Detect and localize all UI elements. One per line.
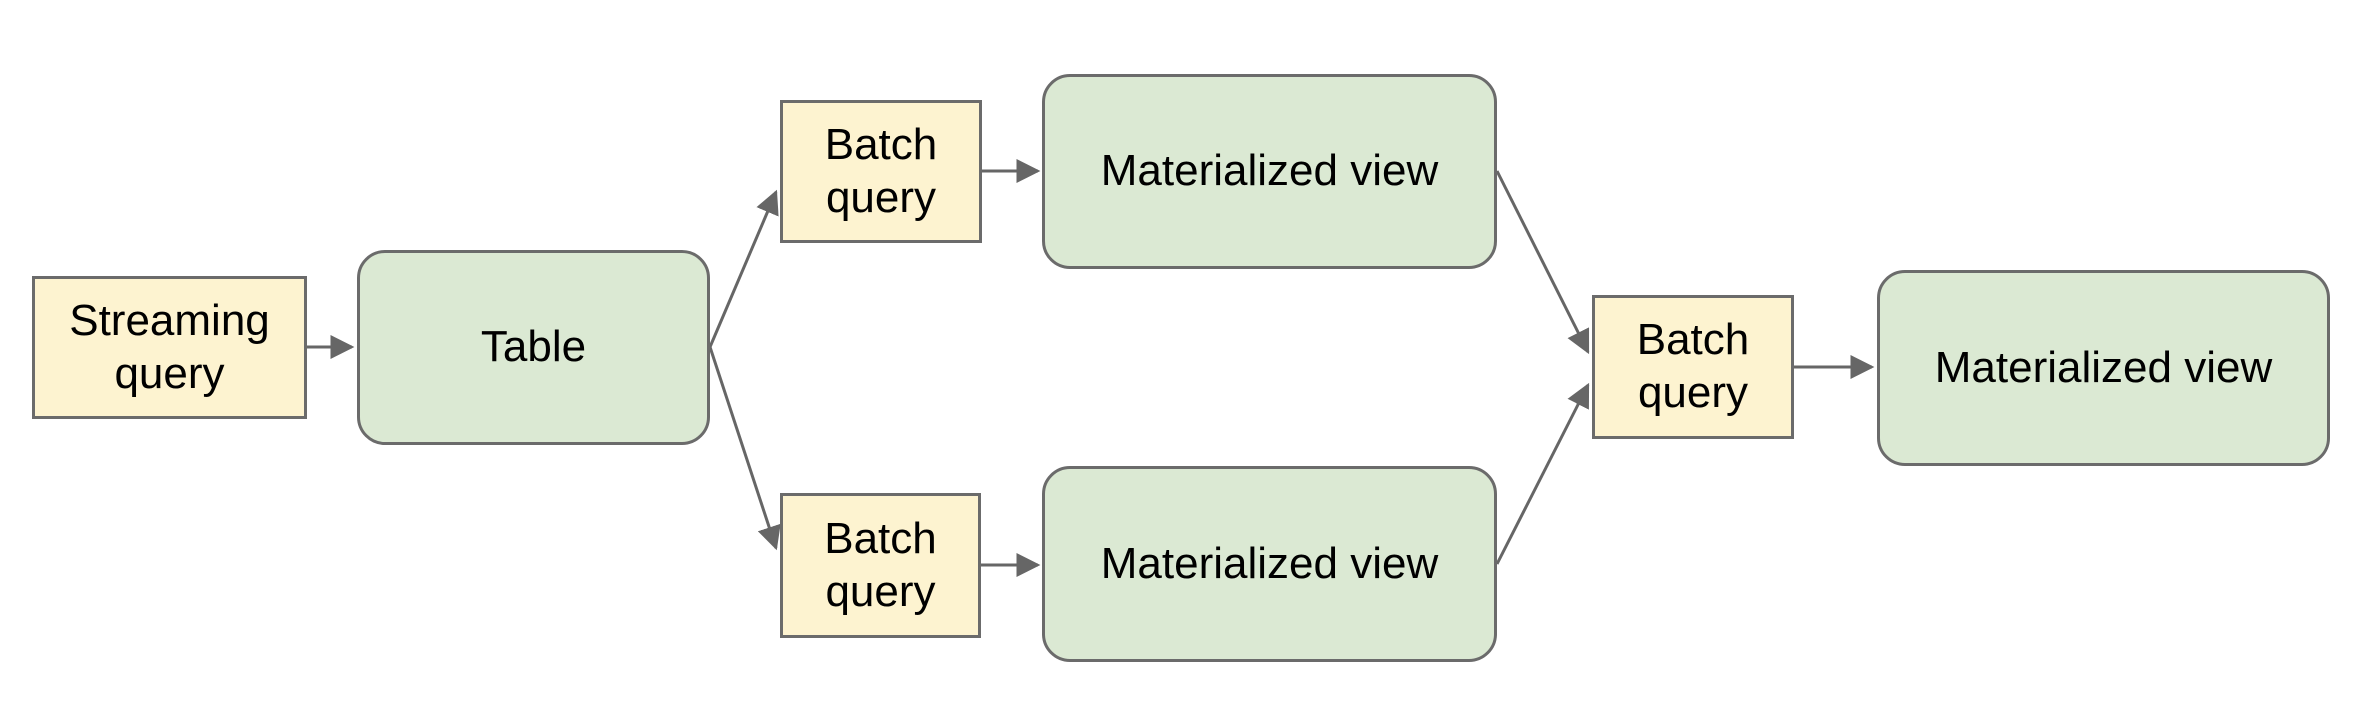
arrow-mv-bottom-to-batch-right <box>1495 382 1590 565</box>
node-batch-query-right: Batch query <box>1592 295 1794 439</box>
node-streaming-query: Streaming query <box>32 276 307 419</box>
arrow-table-to-batch-bottom <box>708 346 781 551</box>
node-batch-query-bottom: Batch query <box>780 493 981 638</box>
node-batch-query-top: Batch query <box>780 100 982 243</box>
arrow-table-to-batch-top <box>708 189 779 348</box>
node-materialized-view-bottom: Materialized view <box>1042 466 1497 662</box>
arrow-mv-top-to-batch-right <box>1495 170 1590 355</box>
node-table: Table <box>357 250 710 445</box>
node-materialized-view-final: Materialized view <box>1877 270 2330 466</box>
node-materialized-view-top: Materialized view <box>1042 74 1497 269</box>
